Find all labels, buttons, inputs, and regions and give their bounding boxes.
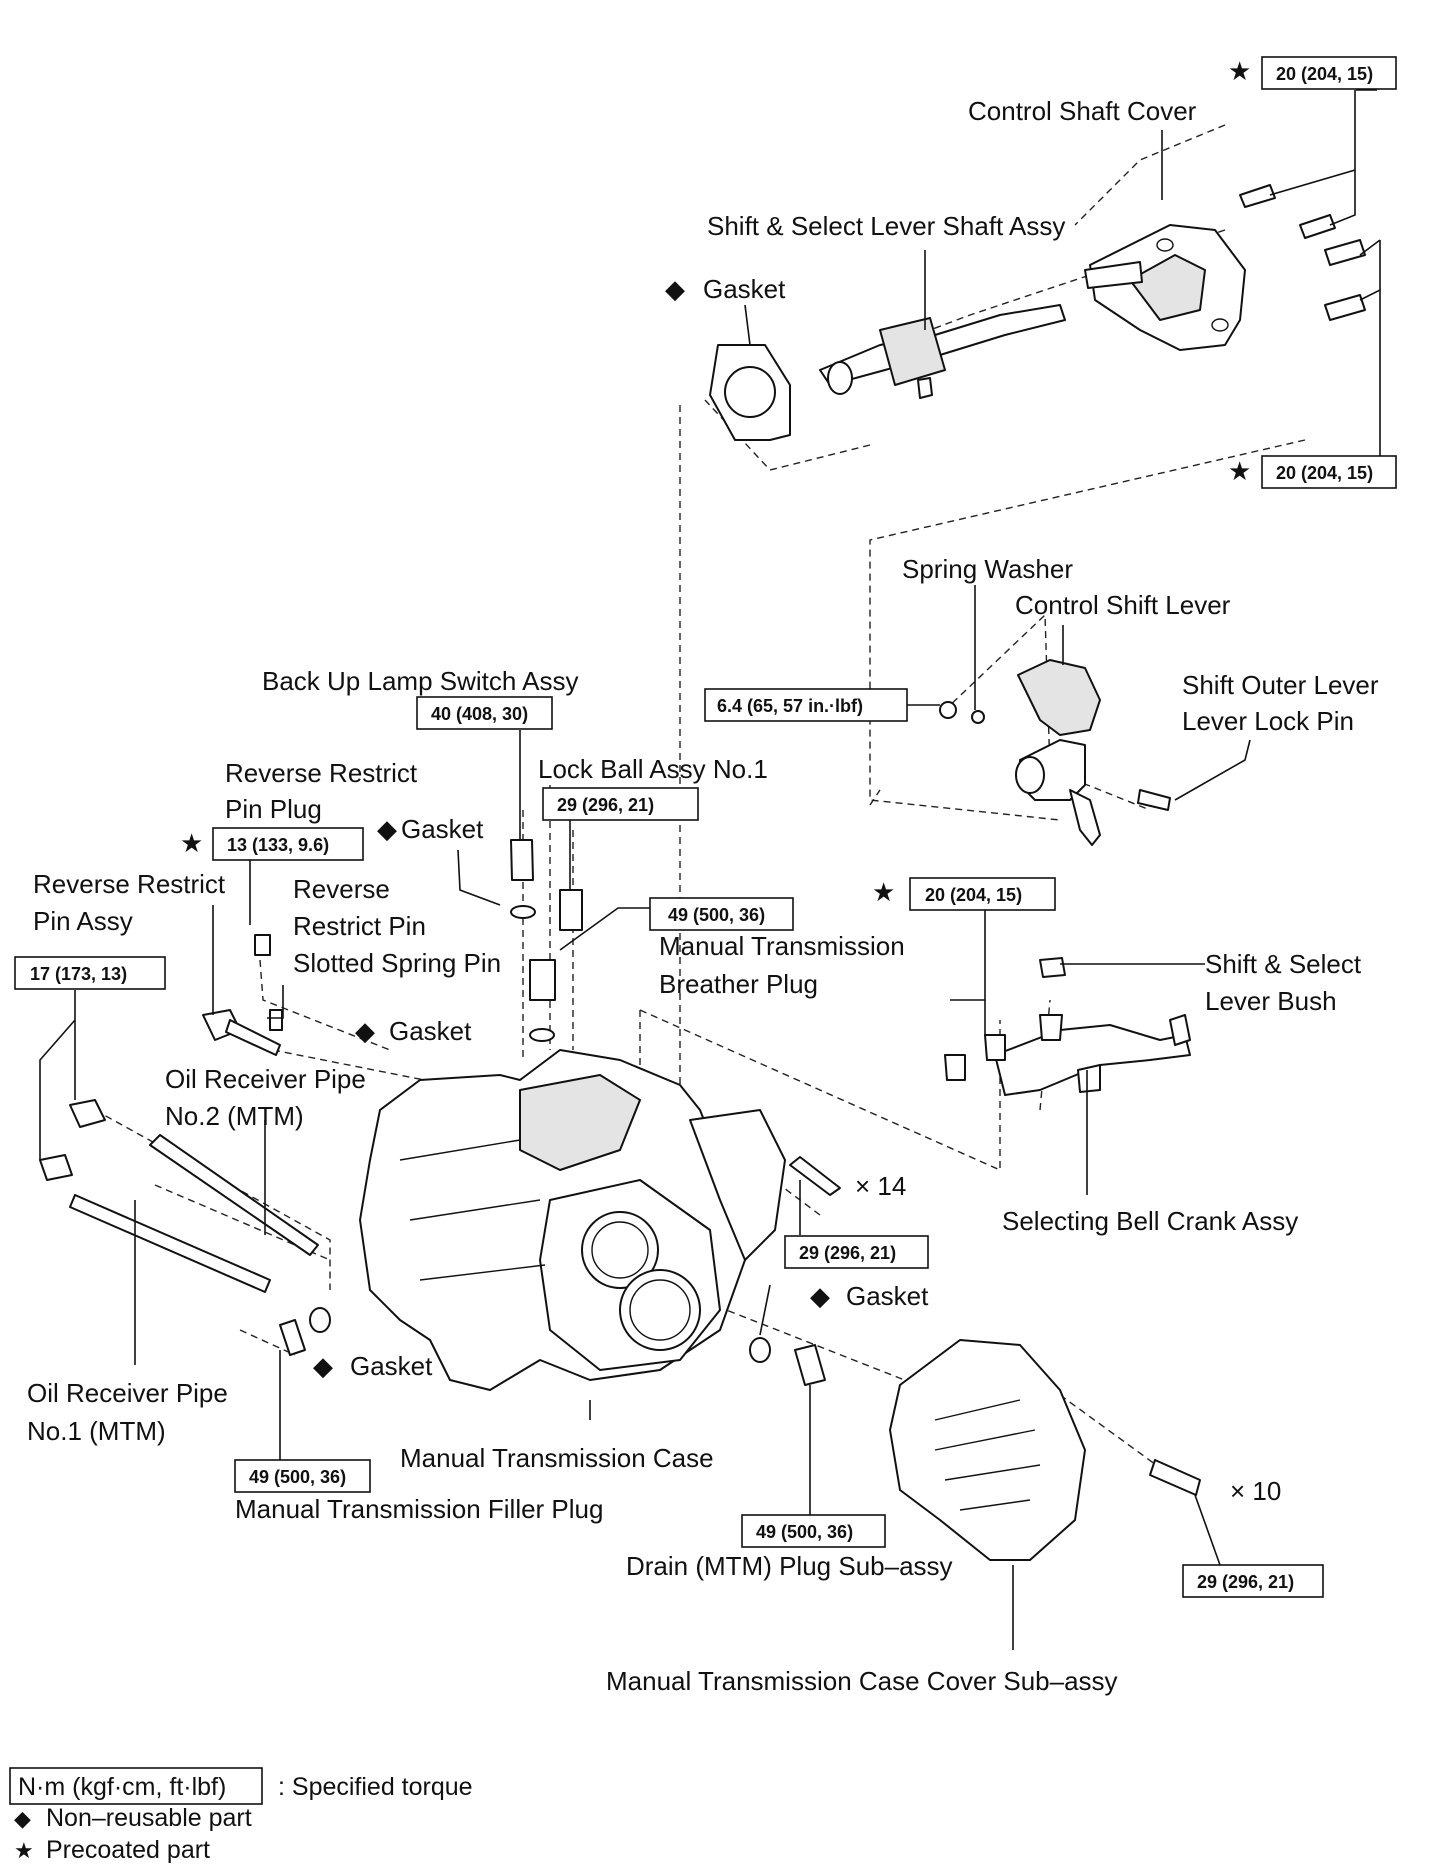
cover-bolts-drawing [1239, 184, 1366, 321]
torque-back-up-lamp: 40 (408, 30) [431, 704, 528, 724]
torque-breather: 49 (500, 36) [668, 905, 765, 925]
label-oil-pipe2-2: No.2 (MTM) [165, 1101, 304, 1131]
shift-select-lever-shaft-drawing [819, 304, 1066, 399]
label-rr-pin-assy-2: Pin Assy [33, 906, 133, 936]
label-gasket-top: Gasket [703, 274, 786, 304]
label-bell-crank: Selecting Bell Crank Assy [1002, 1206, 1298, 1236]
torque-lock-ball: 29 (296, 21) [557, 795, 654, 815]
small-parts-drawing [39, 839, 1201, 1496]
torque-cover-bolts: 29 (296, 21) [1197, 1572, 1294, 1592]
precoated-star-4: ★ [872, 878, 895, 908]
legend-torque-unit: N·m (kgf·cm, ft·lbf) [18, 1773, 226, 1801]
label-shift-select-bush-1: Shift & Select [1205, 949, 1362, 979]
label-rr-pin-assy-1: Reverse Restrict [33, 869, 226, 899]
label-oil-pipe2-1: Oil Receiver Pipe [165, 1064, 366, 1094]
nonreusable-diamond-2: ◆ [377, 815, 397, 845]
label-lock-ball: Lock Ball Assy No.1 [538, 754, 768, 784]
label-spring-washer: Spring Washer [902, 554, 1073, 584]
precoated-star-2: ★ [1228, 457, 1251, 487]
legend-precoated: Precoated part [46, 1836, 210, 1864]
legend-star-icon: ★ [14, 1839, 34, 1864]
control-shaft-cover-drawing [1084, 224, 1246, 351]
label-qty-10: × 10 [1230, 1476, 1281, 1506]
label-back-up-lamp: Back Up Lamp Switch Assy [262, 666, 578, 696]
label-filler-plug: Manual Transmission Filler Plug [235, 1494, 603, 1524]
torque-bell-crank: 20 (204, 15) [925, 885, 1022, 905]
label-shift-select-bush-2: Lever Bush [1205, 986, 1337, 1016]
label-mt-case: Manual Transmission Case [400, 1443, 714, 1473]
bell-crank-drawing [944, 957, 1191, 1096]
label-rr-pin-plug-1: Reverse Restrict [225, 758, 418, 788]
label-oil-pipe1-1: Oil Receiver Pipe [27, 1378, 228, 1408]
transmission-case-drawing [359, 1049, 786, 1391]
nonreusable-diamond-1: ◆ [665, 275, 685, 305]
label-rr-slotted-3: Slotted Spring Pin [293, 948, 501, 978]
label-rr-slotted-1: Reverse [293, 874, 390, 904]
label-control-shift-lever: Control Shift Lever [1015, 590, 1231, 620]
label-qty-14: × 14 [855, 1171, 906, 1201]
label-drain-plug: Drain (MTM) Plug Sub–assy [626, 1551, 953, 1581]
label-control-shaft-cover: Control Shaft Cover [968, 96, 1197, 126]
precoated-star-3: ★ [180, 829, 203, 859]
nonreusable-diamond-4: ◆ [810, 1282, 830, 1312]
label-rr-pin-plug-2: Pin Plug [225, 794, 322, 824]
legend-nonreusable: Non–reusable part [46, 1804, 252, 1832]
gasket-top-drawing [709, 344, 791, 441]
precoated-star-1: ★ [1228, 57, 1251, 87]
label-gasket-filler: Gasket [350, 1351, 433, 1381]
case-cover-drawing [889, 1339, 1086, 1561]
torque-cover-top: 20 (204, 15) [1276, 64, 1373, 84]
control-shift-lever-drawing [939, 659, 1171, 846]
label-shift-outer-lever-2: Lever Lock Pin [1182, 706, 1354, 736]
legend-diamond-icon: ◆ [14, 1807, 31, 1832]
torque-filler: 49 (500, 36) [249, 1467, 346, 1487]
label-gasket-right: Gasket [846, 1281, 929, 1311]
torque-shift-lever-nut: 6.4 (65, 57 in.·lbf) [717, 696, 863, 716]
label-shift-outer-lever-1: Shift Outer Lever [1182, 670, 1379, 700]
part-labels: Control Shaft Cover Shift & Select Lever… [27, 96, 1379, 1696]
torque-rr-pin-assy: 17 (173, 13) [30, 964, 127, 984]
torque-specs: ★ 20 (204, 15) ★ 20 (204, 15) 6.4 (65, 5… [14, 56, 1397, 1598]
nonreusable-diamond-3: ◆ [355, 1017, 375, 1047]
legend-torque-text: : Specified torque [278, 1773, 473, 1801]
torque-case-bolts: 29 (296, 21) [799, 1243, 896, 1263]
legend: N·m (kgf·cm, ft·lbf) : Specified torque … [9, 1767, 473, 1864]
label-breather-2: Breather Plug [659, 969, 818, 999]
label-shift-select-lever-shaft: Shift & Select Lever Shaft Assy [707, 211, 1065, 241]
label-gasket-mid: Gasket [401, 814, 484, 844]
leader-lines [39, 89, 1381, 1650]
nonreusable-diamond-5: ◆ [313, 1352, 333, 1382]
label-breather-1: Manual Transmission [659, 931, 905, 961]
torque-drain: 49 (500, 36) [756, 1522, 853, 1542]
label-rr-slotted-2: Restrict Pin [293, 911, 426, 941]
torque-cover-bottom: 20 (204, 15) [1276, 463, 1373, 483]
label-gasket-breather: Gasket [389, 1016, 472, 1046]
label-case-cover: Manual Transmission Case Cover Sub–assy [606, 1666, 1118, 1696]
label-oil-pipe1-2: No.1 (MTM) [27, 1416, 166, 1446]
torque-rr-pin-plug: 13 (133, 9.6) [227, 835, 329, 855]
